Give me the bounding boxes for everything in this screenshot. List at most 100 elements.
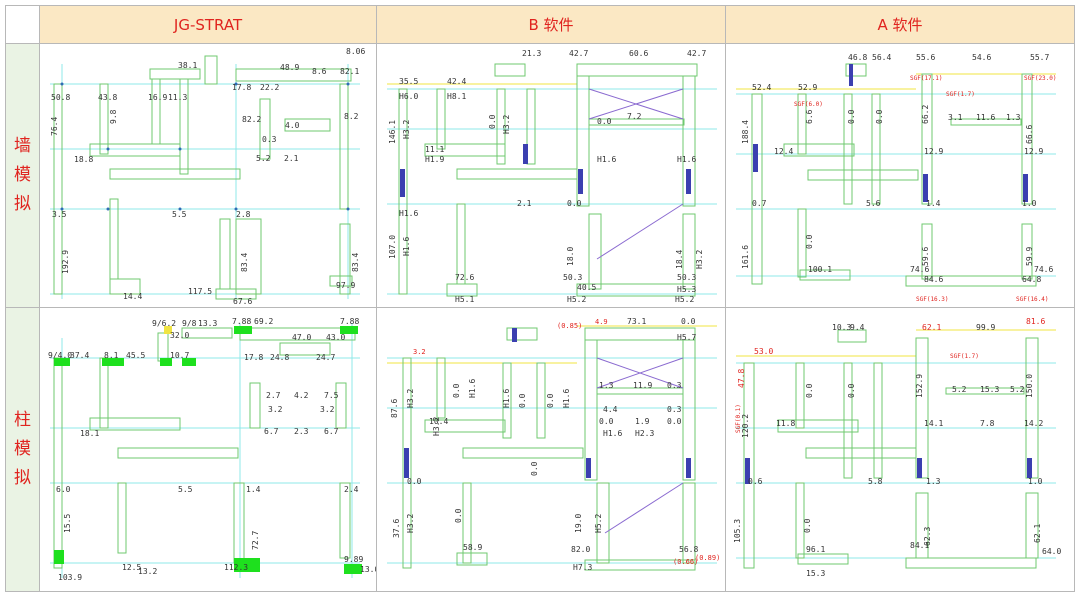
drawing-label: 55.7 [1030, 53, 1049, 62]
row-header-char: 拟 [14, 194, 31, 214]
drawing-label: 10.4 [429, 417, 448, 426]
drawing-label: 0.0 [599, 417, 614, 426]
drawing-label: 1.0 [1028, 477, 1043, 486]
drawing-label: 0.0 [452, 383, 461, 398]
drawing-label: 10.7 [170, 351, 189, 360]
drawing-label: 5.2 [256, 154, 271, 163]
drawing-label: 11.8 [776, 419, 795, 428]
drawing-label: 64.8 [1022, 275, 1041, 284]
drawing-annotation: (0.66) [673, 558, 698, 566]
drawing-label: 83.4 [351, 253, 360, 272]
drawing-label: 6.7 [324, 427, 339, 436]
drawing-label: 7.8 [980, 419, 995, 428]
drawing-label: 16.9 [148, 93, 167, 102]
drawing-label: 9/4.0 [48, 351, 72, 360]
drawing-label: 12.4 [774, 147, 793, 156]
drawing-label: 2.3 [294, 427, 309, 436]
drawing-label: 6.7 [264, 427, 279, 436]
drawing-label: H6.0 [399, 92, 418, 101]
drawing-label: 5.8 [868, 477, 883, 486]
drawing-label: 161.6 [741, 245, 750, 269]
drawing-label: 37.4 [70, 351, 89, 360]
drawing-label: 10.3 [832, 323, 851, 332]
drawing-label: 5.5 [172, 210, 187, 219]
drawing-annotation: SGF(16.3) [916, 296, 949, 303]
drawing-label: 35.5 [399, 77, 418, 86]
drawing-label: 13.2 [138, 567, 157, 576]
drawing-label: 69.2 [254, 317, 273, 326]
drawing-label: 15.3 [980, 385, 999, 394]
drawing-label: 22.2 [260, 83, 279, 92]
drawing-label: H7.3 [573, 563, 592, 572]
drawing-label: H1.6 [597, 155, 616, 164]
drawing-label: 1.3 [1006, 113, 1021, 122]
drawing-label: 11.1 [425, 145, 444, 154]
drawing-annotation: (0.85) [557, 322, 582, 330]
drawing-label: 21.3 [522, 49, 541, 58]
drawing-label: 12.5 [122, 563, 141, 572]
drawing-label: 62.1 [1033, 524, 1042, 543]
drawing-label: 82.2 [242, 115, 261, 124]
drawing-label: 48.9 [280, 63, 299, 72]
drawing-annotation: SGF(1.7) [946, 91, 975, 98]
drawing-label: 5.2 [1010, 385, 1025, 394]
drawing-label: 0.0 [847, 109, 856, 124]
row-header-char: 拟 [14, 468, 31, 488]
drawing-label: 17.8 [232, 83, 251, 92]
drawing-label: 3.2 [268, 405, 283, 414]
drawing-label: H2.3 [635, 429, 654, 438]
drawing-label: H1.6 [502, 389, 511, 408]
drawing-annotation: SGF(1.7) [950, 353, 979, 360]
drawing-label: 18.1 [80, 429, 99, 438]
drawing-annotation: SGF(0.1) [735, 404, 742, 433]
drawing-label: 87.6 [390, 399, 399, 418]
drawing-label: H3.2 [406, 514, 415, 533]
drawing-label: H5.3 [677, 285, 696, 294]
drawing-label: 52.9 [798, 83, 817, 92]
drawing-label: 43.0 [326, 333, 345, 342]
drawing-label: 14.4 [123, 292, 142, 301]
panel-b-wall: 35.5 42.4 H6.0 H8.1 21.3 42.7 60.6 42.7 … [376, 43, 726, 308]
drawing-label: 7.88 [340, 317, 359, 326]
structural-drawing-a-wall: 52.4 52.9 46.8 56.4 55.6 54.6 55.7 188.4… [736, 53, 1057, 303]
drawing-label: 17.8 [244, 353, 263, 362]
drawing-label: 19.0 [574, 514, 583, 533]
drawing-label: 9.89 [344, 555, 363, 564]
drawing-label: 117.5 [188, 287, 212, 296]
drawing-label: 0.0 [530, 461, 539, 476]
drawing-label: 72.6 [455, 273, 474, 282]
drawing-label: 0.0 [546, 393, 555, 408]
drawing-label: 107.0 [388, 235, 397, 259]
row-header-char: 柱 [14, 410, 31, 430]
drawing-label: 8.1 [104, 351, 119, 360]
drawing-label: 66.2 [921, 105, 930, 124]
drawing-label: 74.6 [910, 265, 929, 274]
drawing-label: 0.0 [518, 393, 527, 408]
drawing-label: 40.5 [577, 283, 596, 292]
drawing-label: H5.2 [675, 295, 694, 304]
drawing-label: 96.1 [806, 545, 825, 554]
drawing-label: 5.6 [866, 199, 881, 208]
structural-drawing-jg-wall: 50.8 76.4 43.8 9.8 16.9 11.3 17.8 22.2 4… [50, 47, 365, 306]
drawing-label: 64.0 [1042, 547, 1061, 556]
drawing-label: 54.6 [972, 53, 991, 62]
drawing-annotation: 4.9 [595, 318, 608, 326]
drawing-label: 47.0 [292, 333, 311, 342]
drawing-label: 152.9 [915, 374, 924, 398]
drawing-annotation: SGF(23.0) [1024, 75, 1057, 82]
drawing-label: 9/6.2 [152, 319, 176, 328]
drawing-label: 1.0 [1022, 199, 1037, 208]
drawing-label: 50.3 [677, 273, 696, 282]
drawing-label: 67.6 [233, 297, 252, 306]
drawing-label: 24.8 [270, 353, 289, 362]
drawing-label: 43.8 [98, 93, 117, 102]
drawing-label: 3.1 [948, 113, 963, 122]
drawing-label: 6.6 [805, 109, 814, 124]
drawing-label: 99.9 [976, 323, 995, 332]
panel-a-wall: 52.4 52.9 46.8 56.4 55.6 54.6 55.7 188.4… [725, 43, 1075, 308]
drawing-label: 0.7 [752, 199, 767, 208]
drawing-label: 7.5 [324, 391, 339, 400]
drawing-label: 55.6 [916, 53, 935, 62]
drawing-label: 1.4 [926, 199, 941, 208]
